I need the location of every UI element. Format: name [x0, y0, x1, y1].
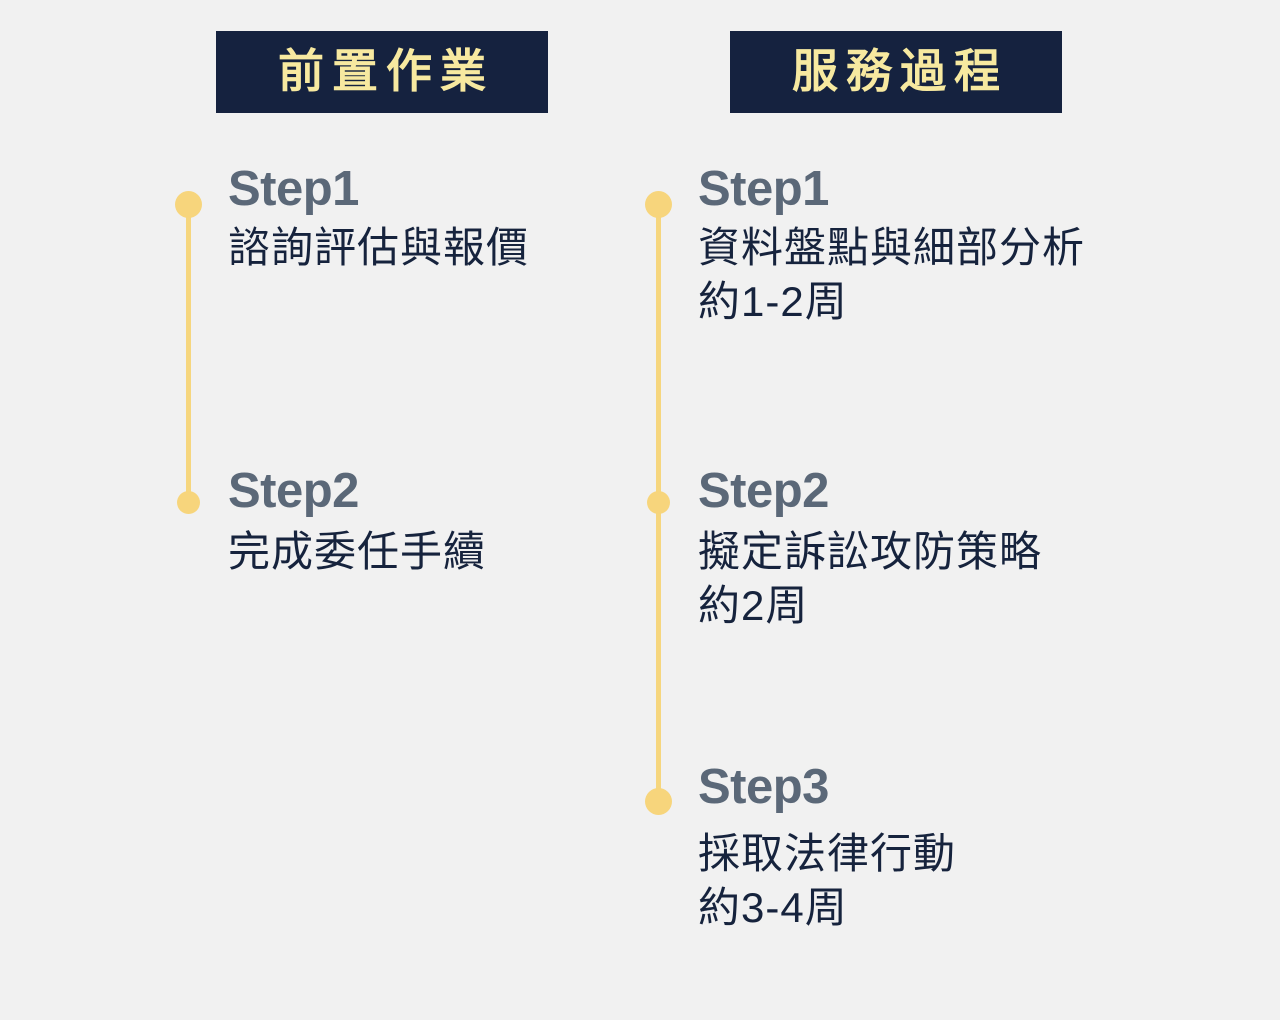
- step-description: 採取法律行動 約3-4周: [698, 827, 1168, 935]
- timeline-rail-service-1: [656, 204, 661, 502]
- timeline-dot-icon: [645, 191, 672, 218]
- column-header-preparation-title: 前置作業: [278, 46, 494, 97]
- step-description: 資料盤點與細部分析 約1-2周: [698, 221, 1168, 329]
- step-label: Step2: [698, 464, 829, 518]
- timeline-dot-icon: [645, 788, 672, 815]
- step-description: 完成委任手續: [228, 525, 698, 579]
- step-description: 擬定訴訟攻防策略 約2周: [698, 525, 1168, 633]
- timeline-rail-preparation: [186, 204, 191, 502]
- step-description-line: 擬定訴訟攻防策略: [698, 527, 1043, 575]
- step-label: Step1: [228, 162, 359, 216]
- step-description-line: 完成委任手續: [228, 527, 487, 575]
- step-description-line: 採取法律行動: [698, 829, 957, 877]
- step-description-line: 諮詢評估與報價: [228, 223, 530, 271]
- column-header-preparation: 前置作業: [216, 31, 548, 113]
- step-description-line: 約2周: [698, 581, 809, 629]
- step-description-line: 約3-4周: [698, 883, 848, 931]
- step-label: Step1: [698, 162, 829, 216]
- step-description-line: 資料盤點與細部分析: [698, 223, 1086, 271]
- timeline-dot-icon: [175, 191, 202, 218]
- timeline-column-service-process: Step1 資料盤點與細部分析 約1-2周 Step2 擬定訴訟攻防策略 約2周: [610, 0, 1170, 1020]
- column-header-service-process-title: 服務過程: [792, 46, 1008, 97]
- timeline-dot-icon: [647, 491, 670, 514]
- timeline-dot-icon: [177, 491, 200, 514]
- column-header-service-process: 服務過程: [730, 31, 1062, 113]
- step-label: Step3: [698, 760, 829, 814]
- step-description: 諮詢評估與報價: [228, 221, 698, 275]
- step-description-line: 約1-2周: [698, 277, 848, 325]
- timeline-column-preparation: Step1 諮詢評估與報價 Step2 完成委任手續: [140, 0, 700, 1020]
- timeline-rail-service-2: [656, 502, 661, 798]
- step-label: Step2: [228, 464, 359, 518]
